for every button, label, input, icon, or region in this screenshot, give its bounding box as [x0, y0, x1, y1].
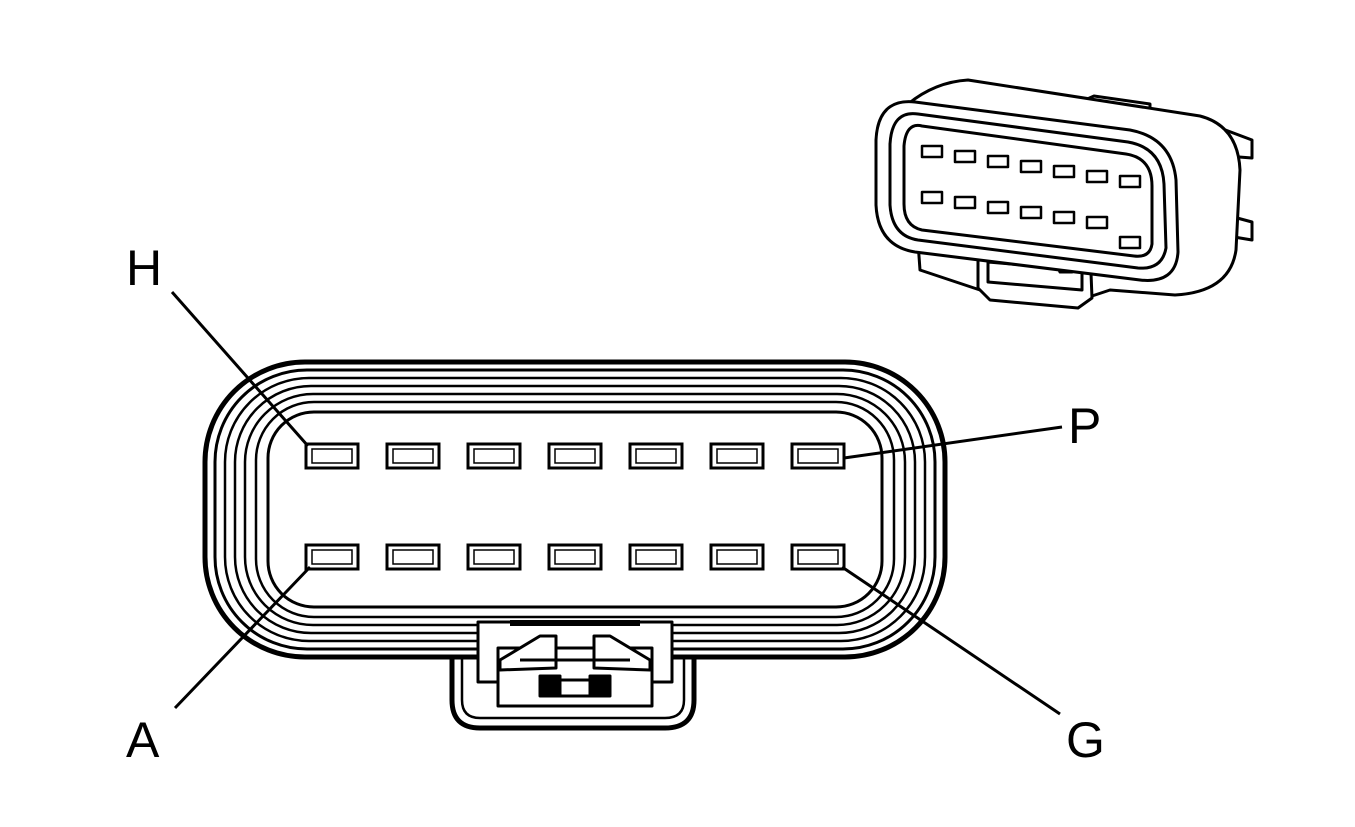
pin-G — [790, 543, 846, 571]
pin-F — [709, 543, 765, 571]
pin-B — [385, 543, 441, 571]
pin-row-top — [304, 442, 846, 470]
latch-detail — [476, 620, 674, 708]
pin-label-A: A — [126, 712, 160, 768]
pin-M — [628, 442, 684, 470]
pin-label-H: H — [126, 240, 162, 296]
leader-line-G — [841, 565, 1061, 716]
pin-A — [304, 543, 360, 571]
pin-J — [385, 442, 441, 470]
iso-pins — [920, 144, 1142, 250]
pin-P — [790, 442, 846, 470]
pin-K — [466, 442, 522, 470]
leader-line-H — [170, 291, 310, 447]
leader-line-P — [843, 425, 1063, 460]
pin-N — [709, 442, 765, 470]
connector-isometric-view — [874, 78, 1254, 310]
latch-tab — [449, 620, 697, 731]
pin-D — [547, 543, 603, 571]
pin-label-G: G — [1066, 712, 1105, 768]
leader-line-A — [173, 565, 312, 710]
pin-H — [304, 442, 360, 470]
pin-E — [628, 543, 684, 571]
pin-row-bottom — [304, 543, 846, 571]
pin-label-P: P — [1068, 398, 1101, 454]
pin-C — [466, 543, 522, 571]
pin-L — [547, 442, 603, 470]
pin-cavities — [304, 442, 846, 571]
leader-lines — [170, 291, 1063, 716]
connector-face-view: H P A G — [126, 240, 1105, 768]
